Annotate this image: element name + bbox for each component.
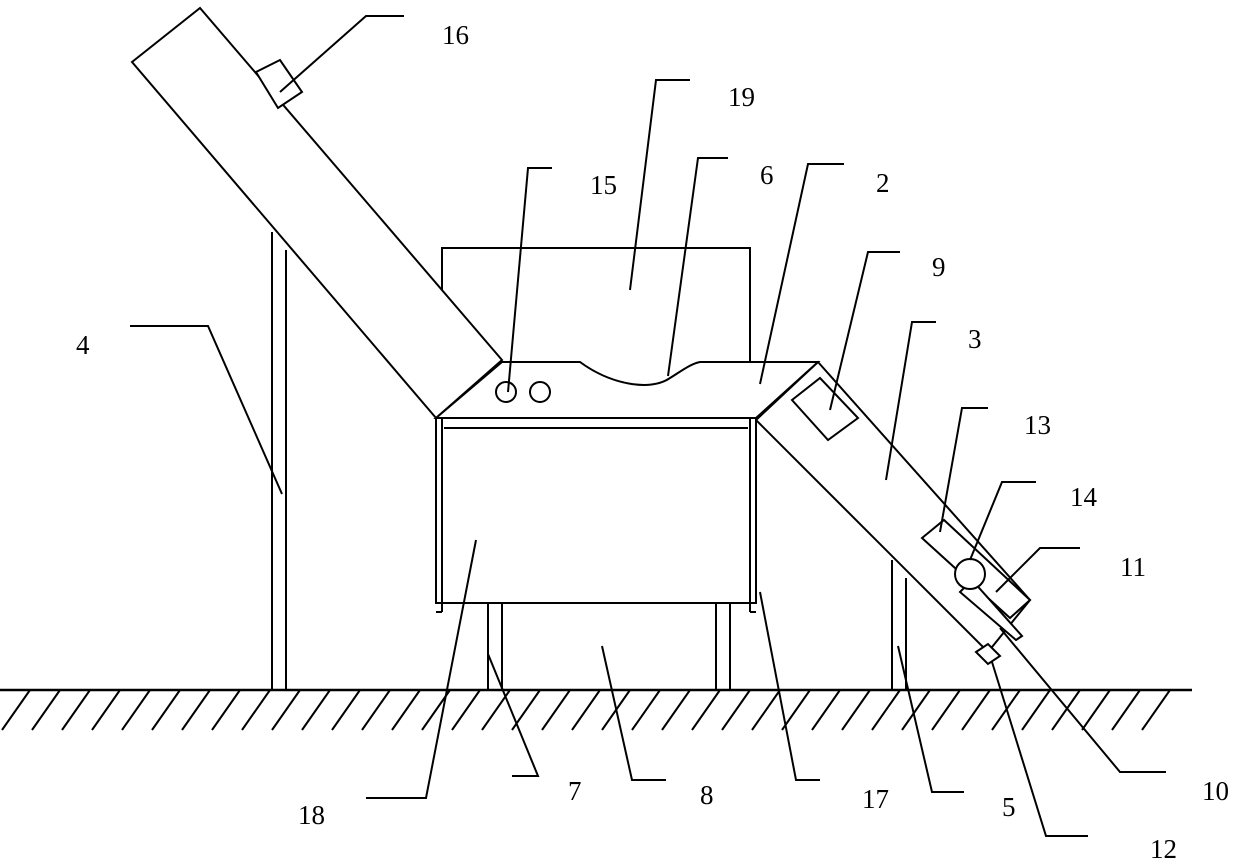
hatch-line (932, 690, 960, 730)
label-3: 3 (968, 324, 982, 354)
hatch-line (32, 690, 60, 730)
hatch-line (242, 690, 270, 730)
hatch-line (812, 690, 840, 730)
ground (0, 690, 1192, 730)
roller-14 (955, 559, 985, 589)
support-post-4 (272, 232, 286, 690)
label-7: 7 (568, 776, 582, 806)
hatch-line (1022, 690, 1050, 730)
hatch-line (962, 690, 990, 730)
hatch-line (662, 690, 690, 730)
left-inclined-conveyor (132, 8, 502, 418)
hatch-line (1112, 690, 1140, 730)
label-9: 9 (932, 252, 946, 282)
hatch-line (92, 690, 120, 730)
hatch-line (1082, 690, 1110, 730)
component-12 (976, 644, 1000, 664)
label-13: 13 (1024, 410, 1051, 440)
collection-box-18 (436, 418, 756, 612)
hatch-line (212, 690, 240, 730)
hatch-line (182, 690, 210, 730)
hatch-line (872, 690, 900, 730)
hatch-line (302, 690, 330, 730)
label-17: 17 (862, 784, 889, 814)
label-2: 2 (876, 168, 890, 198)
hatch-line (2, 690, 30, 730)
hatch-line (692, 690, 720, 730)
label-10: 10 (1202, 776, 1229, 806)
label-5: 5 (1002, 792, 1016, 822)
label-11: 11 (1120, 552, 1146, 582)
label-6: 6 (760, 160, 774, 190)
label-15: 15 (590, 170, 617, 200)
hatch-line (122, 690, 150, 730)
hatch-line (572, 690, 600, 730)
hatch-line (542, 690, 570, 730)
label-14: 14 (1070, 482, 1098, 512)
hatch-line (152, 690, 180, 730)
hatch-line (842, 690, 870, 730)
hatch-line (752, 690, 780, 730)
hatch-line (62, 690, 90, 730)
top-plate-6 (436, 362, 818, 418)
hatch-line (632, 690, 660, 730)
hatch-line (722, 690, 750, 730)
label-19: 19 (728, 82, 755, 112)
hatch-line (1142, 690, 1170, 730)
label-18: 18 (298, 800, 325, 830)
hatch-line (332, 690, 360, 730)
label-4: 4 (76, 330, 90, 360)
label-16: 16 (442, 20, 469, 50)
hatch-line (362, 690, 390, 730)
label-12: 12 (1150, 834, 1177, 864)
hatch-line (392, 690, 420, 730)
hatch-line (272, 690, 300, 730)
hatch-line (452, 690, 480, 730)
label-8: 8 (700, 780, 714, 810)
